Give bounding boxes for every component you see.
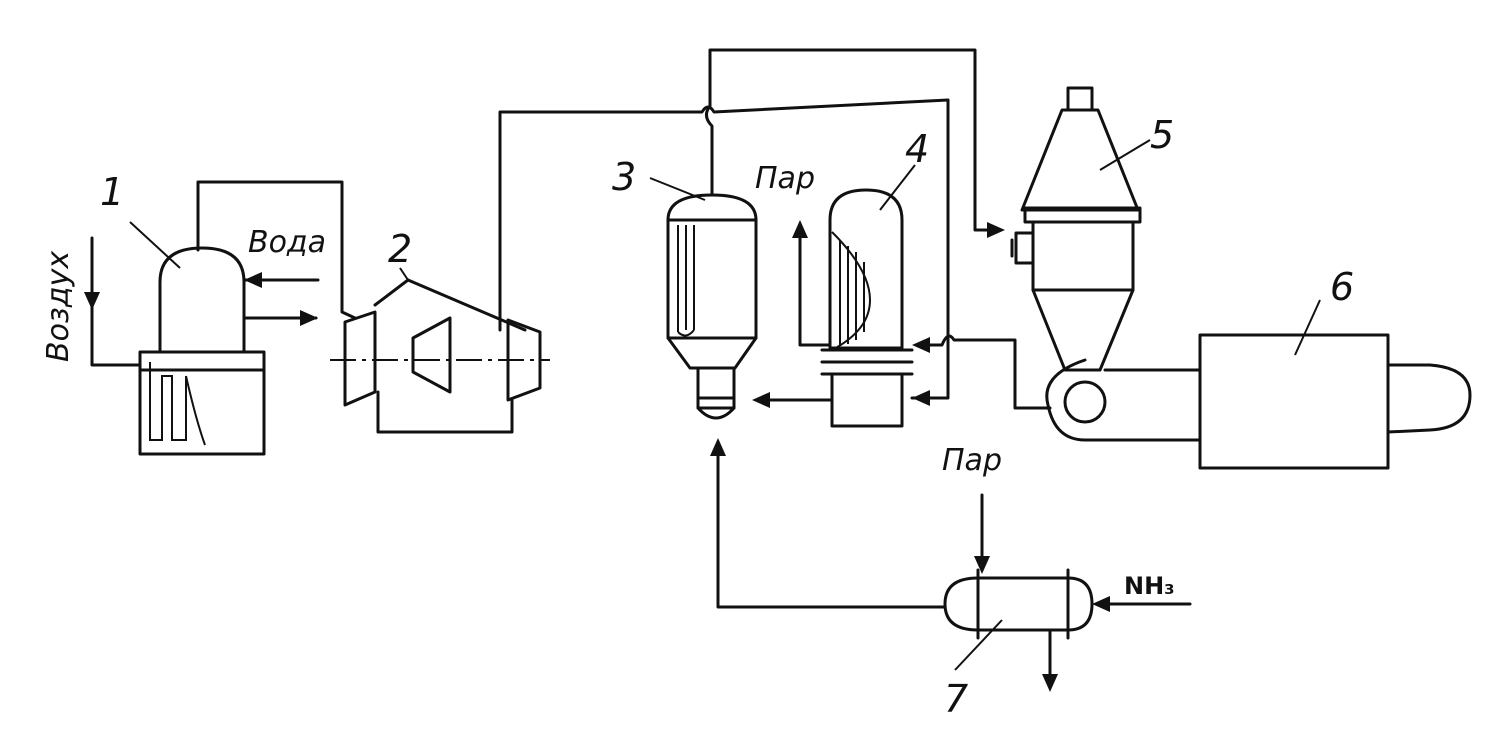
line-3-to-5 bbox=[705, 48, 1002, 232]
unit-7-evaporator bbox=[716, 446, 1192, 687]
label-steam-top: Пар bbox=[755, 161, 815, 196]
line-2-to-4 bbox=[498, 98, 950, 400]
label-unit-6: 6 bbox=[1330, 265, 1354, 309]
label-water: Вода bbox=[248, 225, 326, 260]
unit-4-heat-exchanger bbox=[760, 188, 1052, 428]
unit-2-turbocompressor bbox=[330, 278, 550, 434]
to-reactor-arrow bbox=[752, 392, 770, 408]
label-unit-2: 2 bbox=[388, 227, 412, 271]
unit-6-blower-motor bbox=[1045, 333, 1472, 470]
label-unit-7: 7 bbox=[944, 677, 968, 721]
label-unit-5: 5 bbox=[1150, 113, 1174, 157]
leader-5 bbox=[1099, 139, 1151, 171]
nh3-in-arrow bbox=[1092, 596, 1110, 612]
line-1-to-2 bbox=[196, 180, 357, 320]
unit-5-separator bbox=[1010, 86, 1142, 372]
leader-4 bbox=[879, 164, 916, 211]
steam-in-7-arrow bbox=[974, 556, 990, 574]
leader-1 bbox=[129, 221, 181, 269]
air-in-arrow bbox=[84, 292, 100, 310]
water-out-arrow bbox=[300, 310, 318, 326]
label-ammonia: NH₃ bbox=[1124, 572, 1175, 600]
into-4-arrow bbox=[912, 337, 930, 353]
label-air: Воздух bbox=[41, 251, 76, 362]
leader-6 bbox=[1294, 299, 1321, 356]
label-unit-1: 1 bbox=[100, 170, 124, 214]
label-unit-4: 4 bbox=[905, 127, 929, 171]
condensate-out-arrow bbox=[1042, 674, 1058, 692]
feed-5-arrow bbox=[987, 222, 1005, 238]
return-4-arrow bbox=[912, 390, 930, 406]
leader-7 bbox=[954, 619, 1003, 671]
water-in-arrow bbox=[244, 272, 262, 288]
to-reactor-bottom-arrow bbox=[710, 438, 726, 456]
label-unit-3: 3 bbox=[612, 155, 636, 199]
leader-3 bbox=[649, 177, 706, 201]
unit-1-boiler bbox=[90, 236, 320, 456]
steam-out-arrow bbox=[792, 220, 808, 238]
label-steam-bottom: Пар bbox=[942, 443, 1002, 478]
unit-3-reactor bbox=[666, 193, 758, 420]
leader-2 bbox=[399, 267, 409, 281]
